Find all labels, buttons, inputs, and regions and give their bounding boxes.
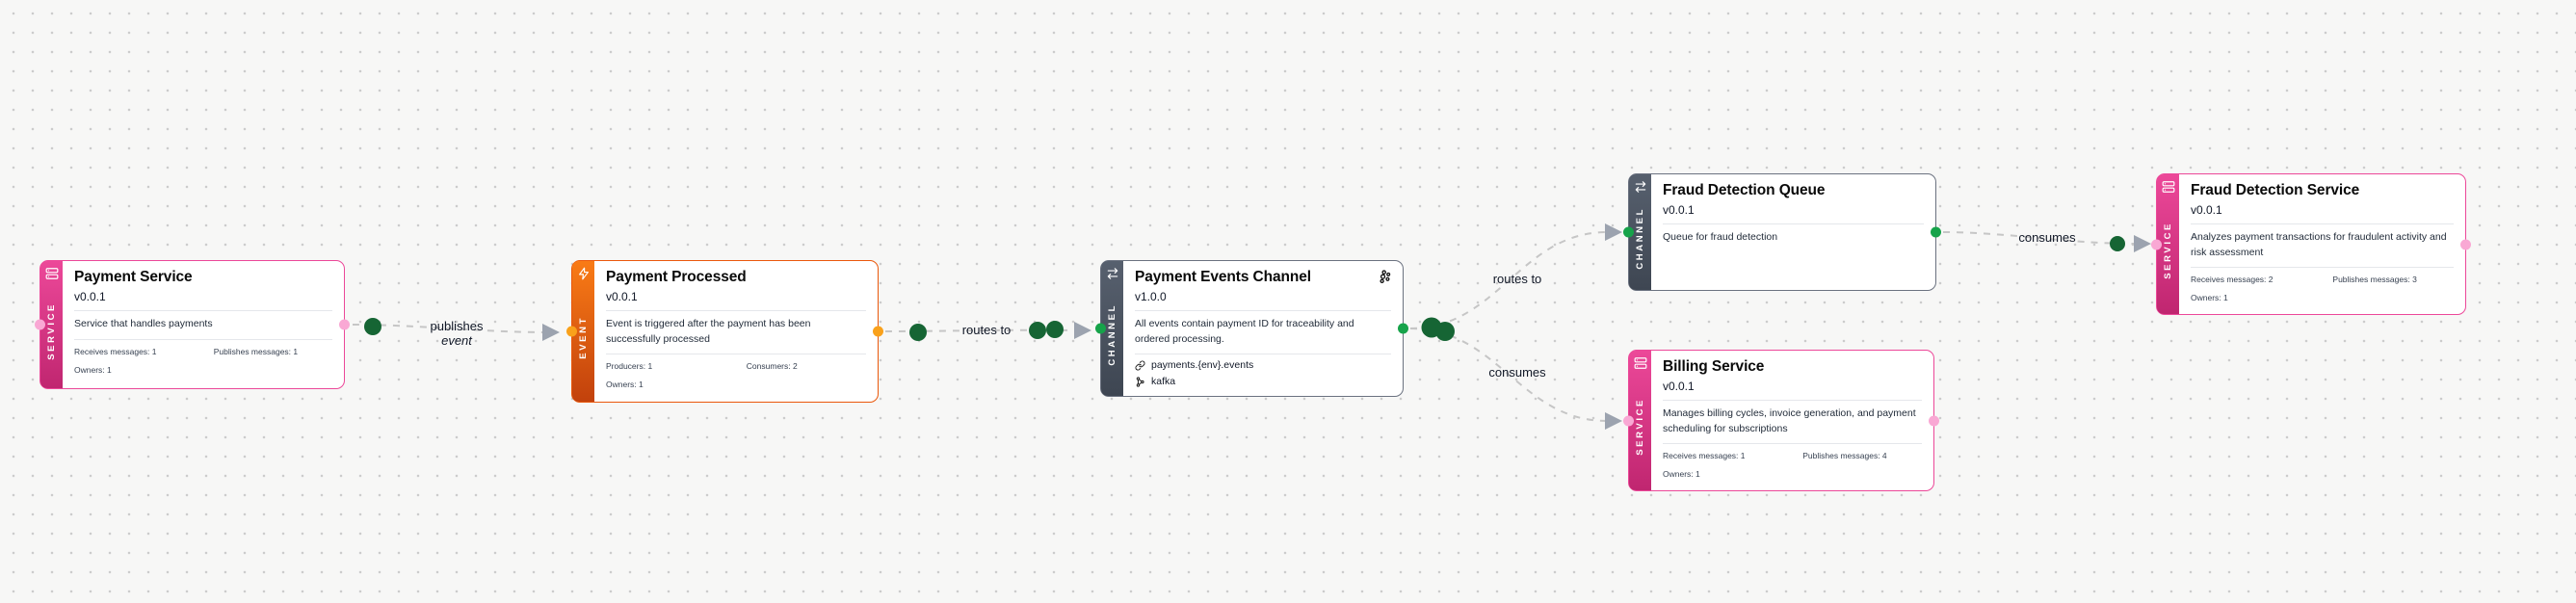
arrowhead-icon: [1605, 412, 1622, 430]
node-version: v0.0.1: [1663, 203, 1924, 224]
node-kind-label: CHANNEL: [1635, 207, 1645, 270]
source-handle[interactable]: [1929, 415, 1939, 426]
edge-label-consumes: consumes: [2018, 230, 2076, 245]
edge-label-consumes: consumes: [1488, 365, 1546, 380]
message-dot: [364, 318, 381, 335]
arrows-swap-icon: [1634, 179, 1647, 195]
message-dot: [909, 324, 927, 341]
bolt-icon: [577, 266, 591, 281]
node-version: v0.0.1: [74, 290, 332, 311]
node-description: Event is triggered after the payment has…: [606, 311, 866, 355]
node-kind-label: SERVICE: [2163, 222, 2173, 279]
edge-label-routes-to: routes to: [961, 323, 1012, 337]
node-payment-events-channel[interactable]: CHANNEL Payment Events Channel v1.0.0 Al…: [1095, 260, 1408, 397]
node-kind-sidebar: CHANNEL: [1629, 174, 1651, 290]
channel-protocol: kafka: [1151, 376, 1176, 388]
node-kind-sidebar: EVENT: [572, 261, 594, 402]
node-title: Payment Processed: [606, 269, 747, 285]
stat-receives: Receives messages: 1: [74, 346, 157, 356]
source-handle[interactable]: [1398, 323, 1408, 334]
channel-protocol-row: kafka: [1135, 376, 1391, 387]
stat-owners: Owners: 1: [2191, 293, 2228, 303]
stat-owners: Owners: 1: [74, 364, 112, 375]
stat-owners: Owners: 1: [1663, 469, 1700, 480]
node-description: All events contain payment ID for tracea…: [1135, 311, 1391, 355]
node-title: Billing Service: [1663, 358, 1765, 375]
node-description: Queue for fraud detection: [1663, 230, 1778, 243]
node-version: v0.0.1: [606, 290, 866, 311]
stat-publishes: Publishes messages: 3: [2332, 275, 2417, 285]
server-icon: [2162, 179, 2175, 195]
node-kind-label: CHANNEL: [1107, 303, 1117, 366]
source-handle[interactable]: [339, 319, 350, 330]
node-version: v1.0.0: [1135, 290, 1391, 311]
target-handle[interactable]: [1095, 323, 1106, 334]
node-kind-label: EVENT: [578, 316, 589, 359]
target-handle[interactable]: [1623, 226, 1634, 238]
node-title: Fraud Detection Queue: [1663, 182, 1826, 198]
target-handle[interactable]: [35, 319, 45, 330]
node-description: Analyzes payment transactions for fraudu…: [2191, 224, 2454, 269]
arrowhead-icon: [1074, 322, 1091, 339]
stat-publishes: Publishes messages: 4: [1802, 451, 1887, 461]
node-billing-service[interactable]: SERVICE Billing Service v0.0.1 Manages b…: [1623, 350, 1939, 491]
node-description: Service that handles payments: [74, 311, 332, 340]
source-handle[interactable]: [873, 326, 883, 337]
node-title: Payment Service: [74, 269, 193, 285]
stat-producers: Producers: 1: [606, 361, 653, 372]
stat-receives: Receives messages: 1: [1663, 451, 1746, 461]
node-kind-sidebar: CHANNEL: [1101, 261, 1123, 396]
node-kind-sidebar: SERVICE: [1629, 351, 1651, 490]
node-title: Payment Events Channel: [1135, 269, 1311, 285]
source-handle[interactable]: [2460, 239, 2471, 249]
node-version: v0.0.1: [1663, 380, 1922, 401]
arrowhead-icon: [2134, 235, 2151, 252]
node-kind-label: SERVICE: [46, 302, 57, 360]
stat-publishes: Publishes messages: 1: [213, 346, 299, 356]
source-handle[interactable]: [1931, 226, 1941, 238]
link-icon: [1135, 360, 1145, 371]
target-handle[interactable]: [566, 326, 577, 337]
kafka-icon: [1136, 377, 1144, 387]
edge-label-routes-to: routes to: [1492, 272, 1542, 286]
message-dot: [1046, 321, 1064, 338]
node-kind-sidebar: SERVICE: [40, 261, 63, 388]
node-payment-service[interactable]: SERVICE Payment Service v0.0.1 Service t…: [35, 260, 350, 389]
node-title: Fraud Detection Service: [2191, 182, 2360, 198]
node-version: v0.0.1: [2191, 203, 2454, 224]
node-description: Manages billing cycles, invoice generati…: [1663, 401, 1922, 445]
target-handle[interactable]: [2151, 239, 2162, 249]
node-payment-processed[interactable]: EVENT Payment Processed v0.0.1 Event is …: [566, 260, 883, 403]
arrowhead-icon: [542, 324, 560, 341]
node-fraud-detection-service[interactable]: SERVICE Fraud Detection Service v0.0.1 A…: [2151, 173, 2471, 315]
stat-owners: Owners: 1: [606, 380, 644, 390]
target-handle[interactable]: [1623, 415, 1634, 426]
server-icon: [45, 266, 59, 281]
stat-receives: Receives messages: 2: [2191, 275, 2274, 285]
message-dot: [1029, 322, 1046, 339]
node-fraud-detection-queue[interactable]: CHANNEL Fraud Detection Queue v0.0.1 Que…: [1623, 173, 1941, 291]
server-icon: [1634, 355, 1647, 371]
message-dot: [1435, 322, 1455, 341]
node-kind-label: SERVICE: [1635, 398, 1645, 456]
edge-publishes-event: [352, 324, 546, 333]
message-dot: [2110, 236, 2125, 251]
cluster-icon: [1377, 269, 1391, 284]
arrows-swap-icon: [1106, 266, 1119, 281]
stat-consumers: Consumers: 2: [746, 361, 798, 372]
arrowhead-icon: [1605, 223, 1622, 241]
channel-address-row: payments.{env}.events: [1135, 359, 1391, 371]
node-kind-sidebar: SERVICE: [2157, 174, 2179, 314]
edge-label-publishes-event: publishes event: [430, 319, 484, 348]
channel-address: payments.{env}.events: [1151, 359, 1254, 372]
